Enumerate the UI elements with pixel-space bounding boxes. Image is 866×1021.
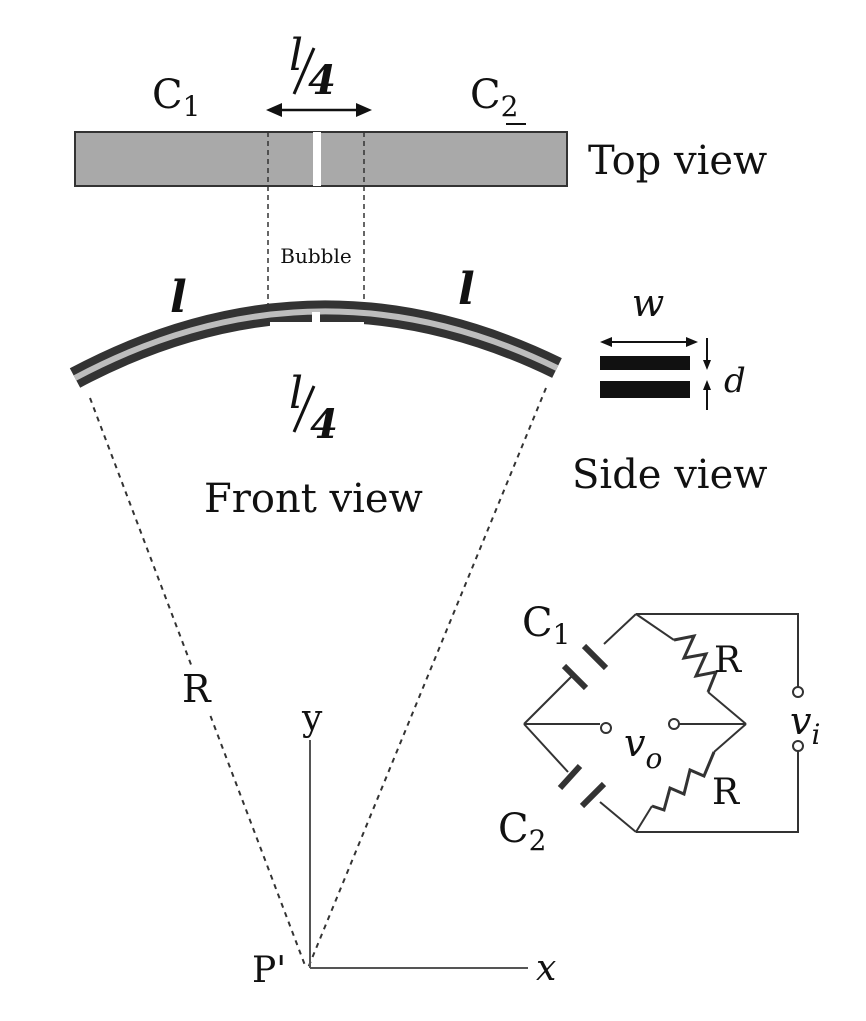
circuit-labels: C1 C2 R R vo vi: [498, 600, 820, 857]
gap-label: d: [724, 361, 746, 401]
top-quarter-slash: [292, 47, 316, 95]
top-c2-label: C2: [470, 72, 518, 123]
front-right-length: l: [458, 264, 475, 315]
c1-wire-lower: [523, 673, 575, 725]
quarter-arrow-left-head: [266, 103, 282, 117]
front-arc-inner-fluid: [73, 308, 559, 381]
top-c1-label: C1: [152, 72, 200, 123]
width-arrow-left-head: [600, 337, 612, 347]
vi-bottom-terminal: [792, 740, 804, 752]
front-view-label: Front view: [204, 476, 423, 522]
circuit-bottom-wire: [636, 750, 799, 833]
r-bottom-wire-b: [635, 805, 653, 833]
circuit-r-top-label: R: [714, 640, 742, 681]
c1-plate-a: [561, 663, 589, 691]
top-quarter-denominator: 4: [308, 57, 336, 104]
vi-label: vi: [790, 699, 820, 751]
gap-arrow-bottom-head: [703, 380, 711, 390]
top-view: l 4 C1 C2 Top view: [74, 30, 767, 187]
quarter-arrow-right-head: [356, 103, 372, 117]
x-axis-label: x: [536, 948, 556, 989]
radius-label-mask: [176, 668, 222, 714]
right-radius-line: [307, 387, 547, 969]
radius-geometry: R y x P': [89, 387, 556, 991]
front-view: l l l 4 Front view: [69, 264, 562, 522]
front-left-length: l: [170, 272, 187, 323]
bubble-label: Bubble: [280, 244, 351, 268]
side-plate-bottom: [600, 381, 690, 398]
r-bottom-zigzag: [651, 751, 716, 812]
top-view-label: Top view: [588, 138, 767, 184]
side-view-label: Side view: [572, 452, 768, 498]
vo-left-terminal: [600, 722, 612, 734]
circuit-top-wire: [636, 613, 799, 688]
top-quarter-numerator: l: [289, 30, 303, 81]
width-label: w: [632, 281, 665, 325]
circuit-c1-label: C1: [522, 600, 570, 651]
width-arrow-right-head: [686, 337, 698, 347]
c1-plate-b: [581, 643, 609, 671]
r-top-wire-a: [635, 613, 675, 641]
front-quarter-slash: [292, 385, 316, 433]
c1-wire-upper: [603, 613, 637, 645]
c2-wire-lower: [599, 801, 637, 833]
c2-plate-b: [579, 781, 607, 809]
radius-label: R: [182, 667, 212, 711]
y-axis-label: y: [301, 698, 323, 739]
vo-label: vo: [624, 721, 662, 775]
r-top-wire-b: [707, 691, 747, 725]
side-plate-top: [600, 356, 690, 370]
top-view-gap: [313, 132, 321, 186]
front-quarter-numerator: l: [289, 368, 303, 419]
c2-wire-upper: [523, 723, 569, 773]
front-quarter-denominator: 4: [310, 401, 338, 448]
front-gap: [312, 312, 320, 354]
r-top-zigzag: [673, 633, 719, 693]
circuit-r-bottom-label: R: [712, 772, 740, 813]
c2-plate-a: [557, 763, 583, 791]
side-view: w d Side view: [572, 281, 768, 498]
vi-top-terminal: [792, 686, 804, 698]
bridge-circuit: [523, 613, 804, 833]
r-bottom-wire-a: [713, 723, 747, 753]
pivot-label: P': [252, 950, 286, 991]
circuit-c2-label: C2: [498, 806, 546, 857]
bubble-guides: Bubble: [267, 186, 365, 318]
gap-arrow-top-head: [703, 360, 711, 370]
vo-right-terminal: [668, 718, 680, 730]
